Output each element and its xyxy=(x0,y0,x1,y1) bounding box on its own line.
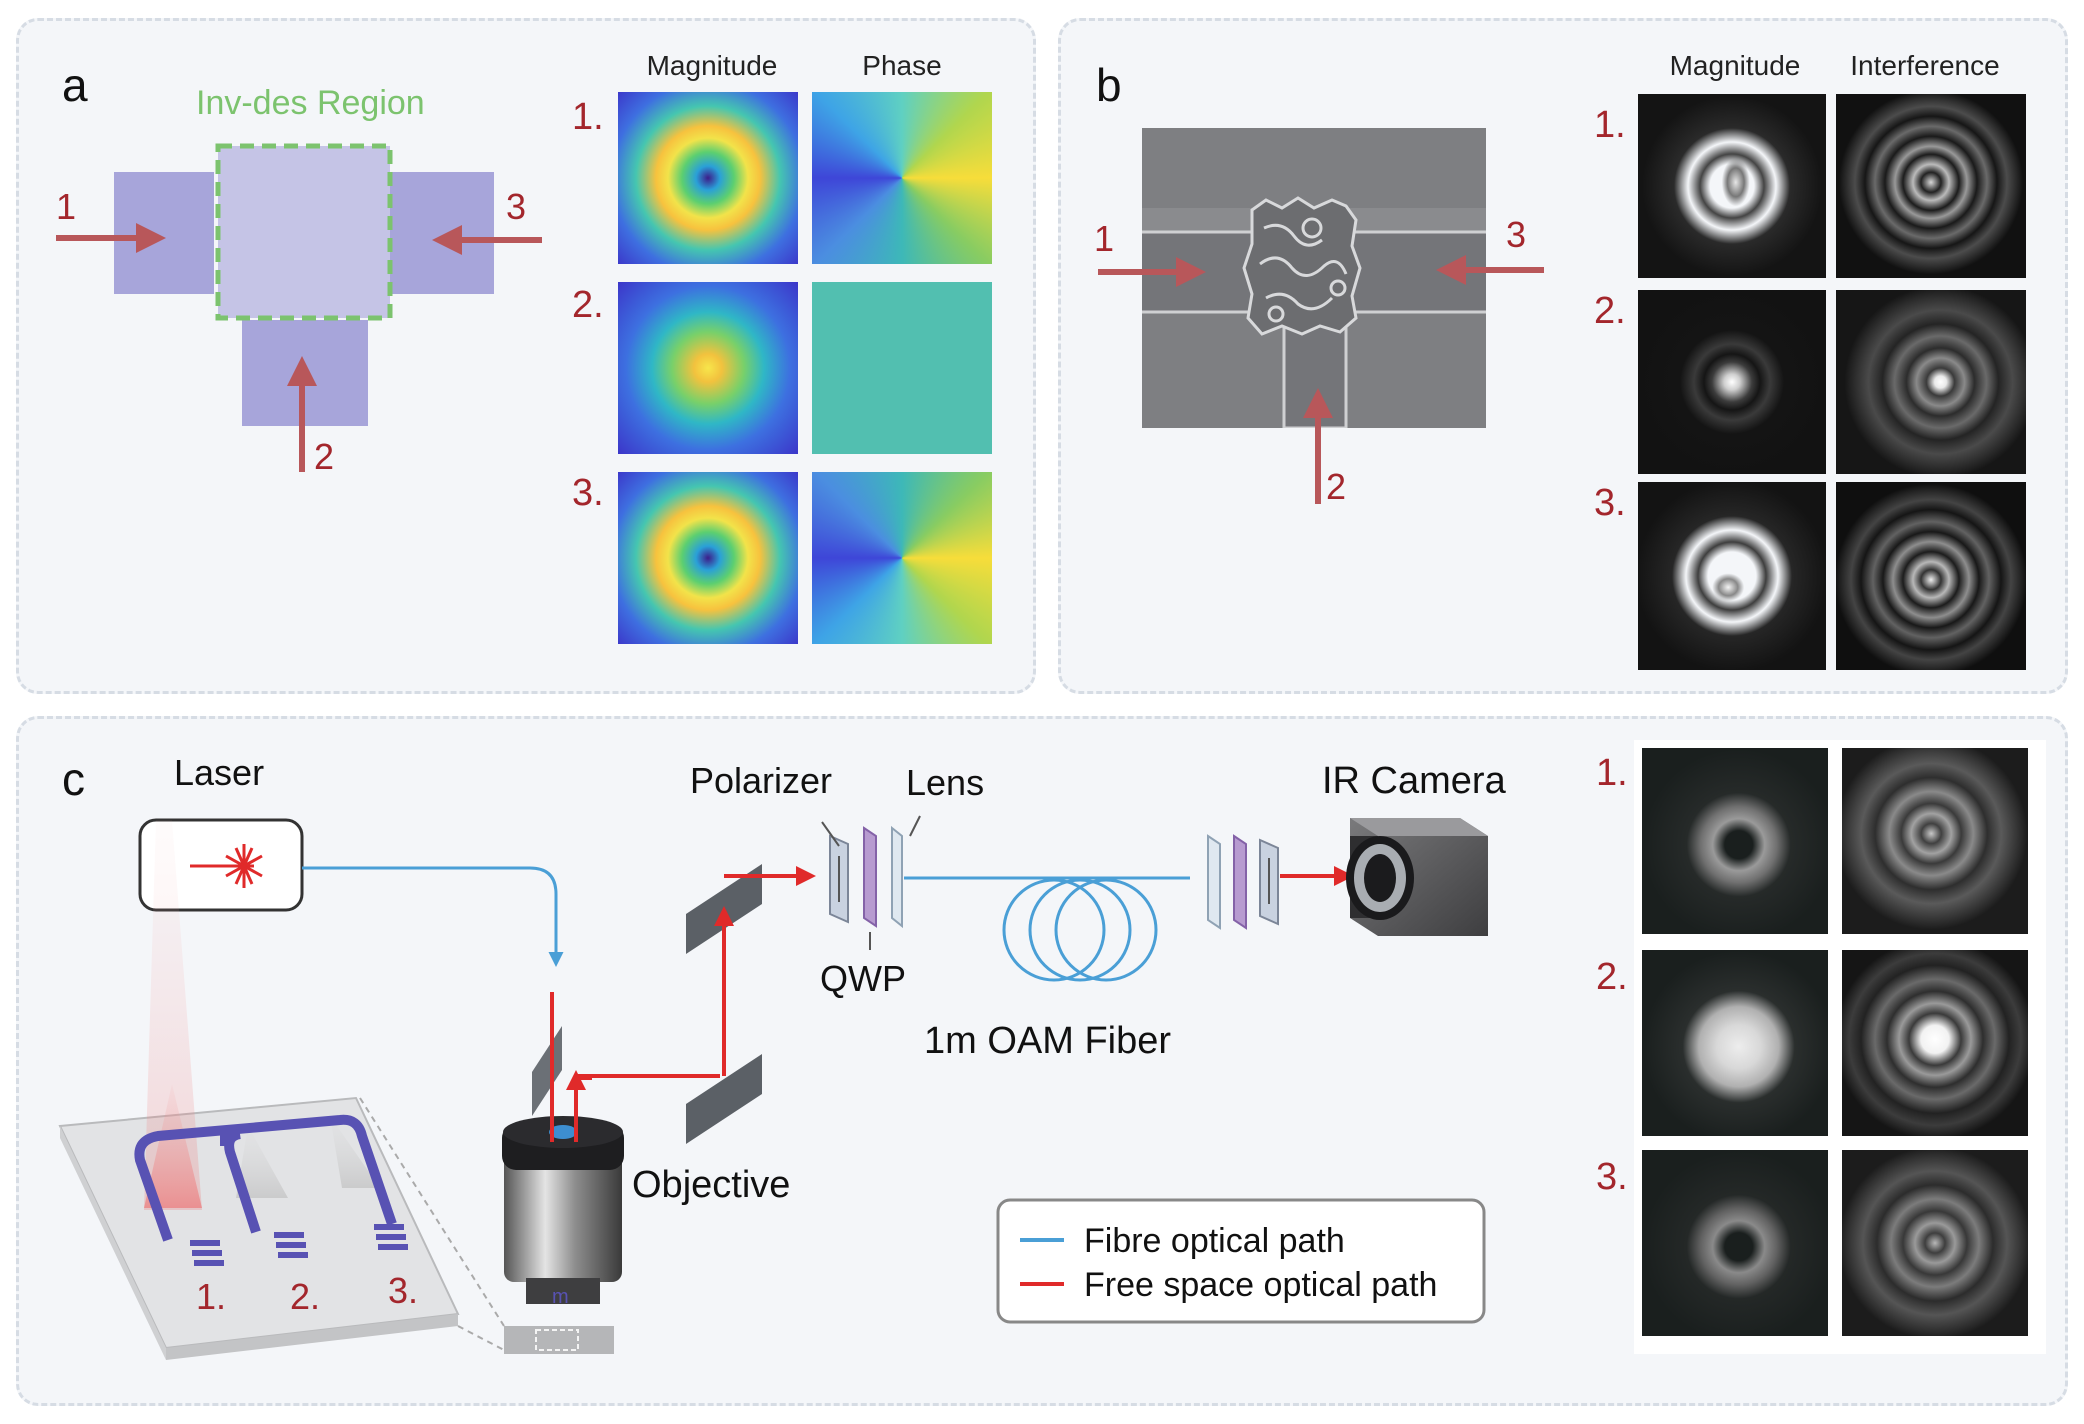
panel-b-letter: b xyxy=(1096,59,1122,111)
region-label: Inv-des Region xyxy=(196,84,425,122)
panel-a-schematic xyxy=(56,143,542,472)
row-label-2: 2. xyxy=(572,284,604,326)
b-port-label-2: 2 xyxy=(1326,466,1347,507)
meas-interference-1 xyxy=(1836,94,2026,278)
chip-port-1: 1. xyxy=(196,1276,227,1317)
polarizer-label: Polarizer xyxy=(690,760,833,801)
port-label-2: 2 xyxy=(314,436,335,477)
mode-phase-1 xyxy=(812,92,992,264)
meas-interference-3 xyxy=(1836,482,2026,670)
fibre-laser-to-objective xyxy=(302,866,564,967)
setup-diagram xyxy=(58,815,1488,1360)
laser-star-icon xyxy=(190,844,263,888)
row-label-3: 3. xyxy=(572,472,604,514)
b-row-label-2: 2. xyxy=(1594,290,1626,332)
mode-magnitude-3 xyxy=(618,472,798,644)
chip-marker-label: m xyxy=(552,1286,569,1308)
objective-icon xyxy=(502,1116,624,1304)
port-label-1: 1 xyxy=(56,186,77,227)
qwp-label: QWP xyxy=(820,958,906,999)
port-label-3: 3 xyxy=(506,186,527,227)
camera-label: IR Camera xyxy=(1322,760,1506,802)
cam-interference-1 xyxy=(1842,748,2028,934)
cam-interference-3 xyxy=(1842,1150,2028,1336)
cam-magnitude-3 xyxy=(1642,1150,1828,1336)
lens-output xyxy=(1207,834,1221,930)
objective-label: Objective xyxy=(632,1164,791,1206)
panel-b-arrows xyxy=(1098,255,1544,504)
waveguide-port-1 xyxy=(114,172,214,294)
qwp-output xyxy=(1233,834,1247,930)
inv-des-region xyxy=(215,143,393,321)
b-col-header-magnitude: Magnitude xyxy=(1669,50,1801,81)
waveguide-port-3 xyxy=(390,172,494,294)
mode-phase-3 xyxy=(812,472,992,644)
mode-magnitude-2 xyxy=(618,282,798,454)
b-col-header-interference: Interference xyxy=(1850,50,2000,81)
chip-port-2: 2. xyxy=(290,1276,321,1317)
mode-magnitude-1 xyxy=(618,92,798,264)
mode-phase-2 xyxy=(812,282,992,454)
row-label-1: 1. xyxy=(572,96,604,138)
b-port-label-1: 1 xyxy=(1094,218,1115,259)
b-row-label-1: 1. xyxy=(1594,104,1626,146)
meas-interference-2 xyxy=(1836,290,2026,474)
b-row-label-3: 3. xyxy=(1594,482,1626,524)
qwp-input xyxy=(863,826,877,928)
panel-c-letter: c xyxy=(62,753,85,805)
legend-fibre-label: Fibre optical path xyxy=(1084,1222,1345,1260)
panel-a-letter: a xyxy=(62,59,88,111)
lens-input xyxy=(891,825,903,929)
cam-magnitude-2 xyxy=(1642,950,1828,1136)
oam-fiber-coil xyxy=(904,876,1190,982)
meas-magnitude-2 xyxy=(1638,290,1826,474)
cam-magnitude-1 xyxy=(1642,748,1828,934)
mirror-lower xyxy=(686,1054,762,1144)
legend-box xyxy=(996,1198,1486,1324)
photonic-chip xyxy=(58,820,505,1360)
beam-splitter xyxy=(532,1026,562,1116)
b-port-label-3: 3 xyxy=(1506,214,1527,255)
lens-label: Lens xyxy=(906,762,985,803)
c-row-label-2: 2. xyxy=(1596,956,1628,998)
laser-label: Laser xyxy=(174,752,265,793)
legend-free-space-label: Free space optical path xyxy=(1084,1266,1438,1304)
cam-interference-2 xyxy=(1842,950,2028,1136)
ir-camera-icon xyxy=(1346,818,1488,936)
fiber-label: 1m OAM Fiber xyxy=(924,1020,1172,1062)
meas-magnitude-1 xyxy=(1638,94,1826,278)
c-row-label-1: 1. xyxy=(1596,752,1628,794)
c-row-label-3: 3. xyxy=(1596,1156,1628,1198)
col-header-magnitude: Magnitude xyxy=(646,50,778,81)
chip-port-3: 3. xyxy=(388,1270,419,1311)
meas-magnitude-3 xyxy=(1638,482,1826,670)
col-header-phase: Phase xyxy=(862,50,942,81)
